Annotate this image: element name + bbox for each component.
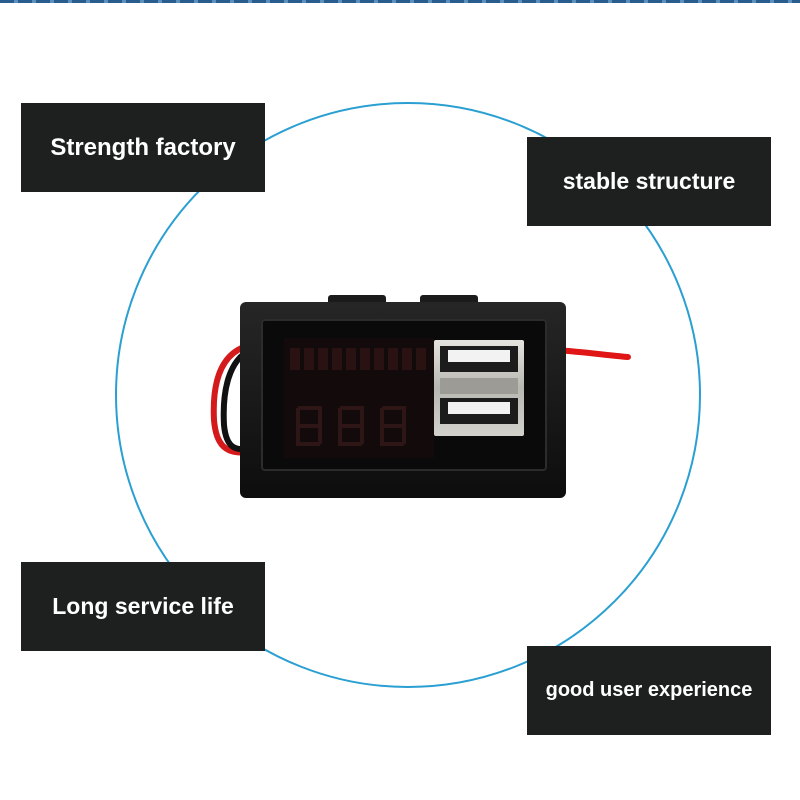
voltmeter-device bbox=[240, 302, 566, 498]
level-bar-segments bbox=[290, 348, 426, 370]
feature-label-stable-structure: stable structure bbox=[527, 137, 771, 226]
decorative-circle bbox=[115, 102, 701, 688]
usb-port-icon bbox=[440, 346, 518, 372]
usb-port-icon bbox=[440, 398, 518, 424]
feature-label-strength-factory: Strength factory bbox=[21, 103, 265, 192]
top-decorative-rule bbox=[0, 0, 800, 3]
feature-label-good-user-experience: good user experience bbox=[527, 646, 771, 735]
feature-label-long-service-life: Long service life bbox=[21, 562, 265, 651]
seven-segment-digits bbox=[296, 406, 406, 446]
